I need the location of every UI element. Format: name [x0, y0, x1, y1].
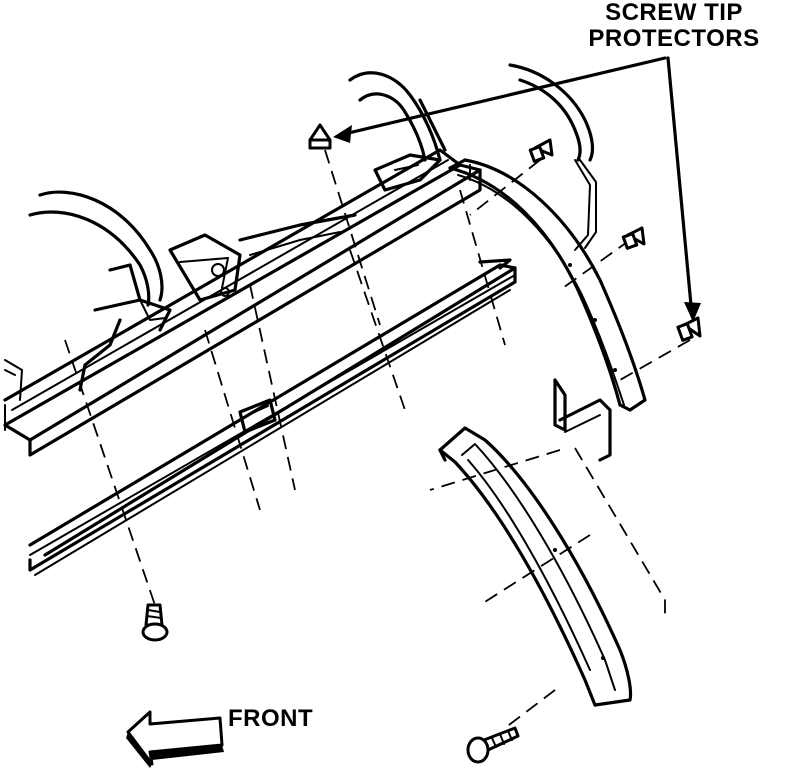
screw-tip-protector-4 [676, 316, 702, 342]
screw-lower-rail [141, 603, 169, 642]
hinge-linkage [78, 98, 447, 392]
front-arrow-icon [126, 710, 224, 768]
rear-trim-molding [438, 426, 633, 707]
lower-weatherstrip-rail [28, 258, 517, 576]
rear-curved-rail [448, 158, 647, 462]
screw-tip-protector-3 [621, 226, 646, 250]
screw-tip-protectors-label: SCREW TIP PROTECTORS [574, 0, 774, 52]
front-label: FRONT [228, 705, 314, 732]
upper-side-rail [3, 148, 482, 457]
screw-tip-protector-2 [528, 138, 554, 163]
alignment-lines [64, 149, 691, 729]
screw-trim [466, 726, 520, 764]
screw-tip-protector-1 [308, 123, 332, 150]
screw-tip-label-line2: PROTECTORS [588, 25, 760, 52]
callout-arrows [333, 56, 701, 322]
screw-tip-label-line1: SCREW TIP [605, 0, 743, 26]
